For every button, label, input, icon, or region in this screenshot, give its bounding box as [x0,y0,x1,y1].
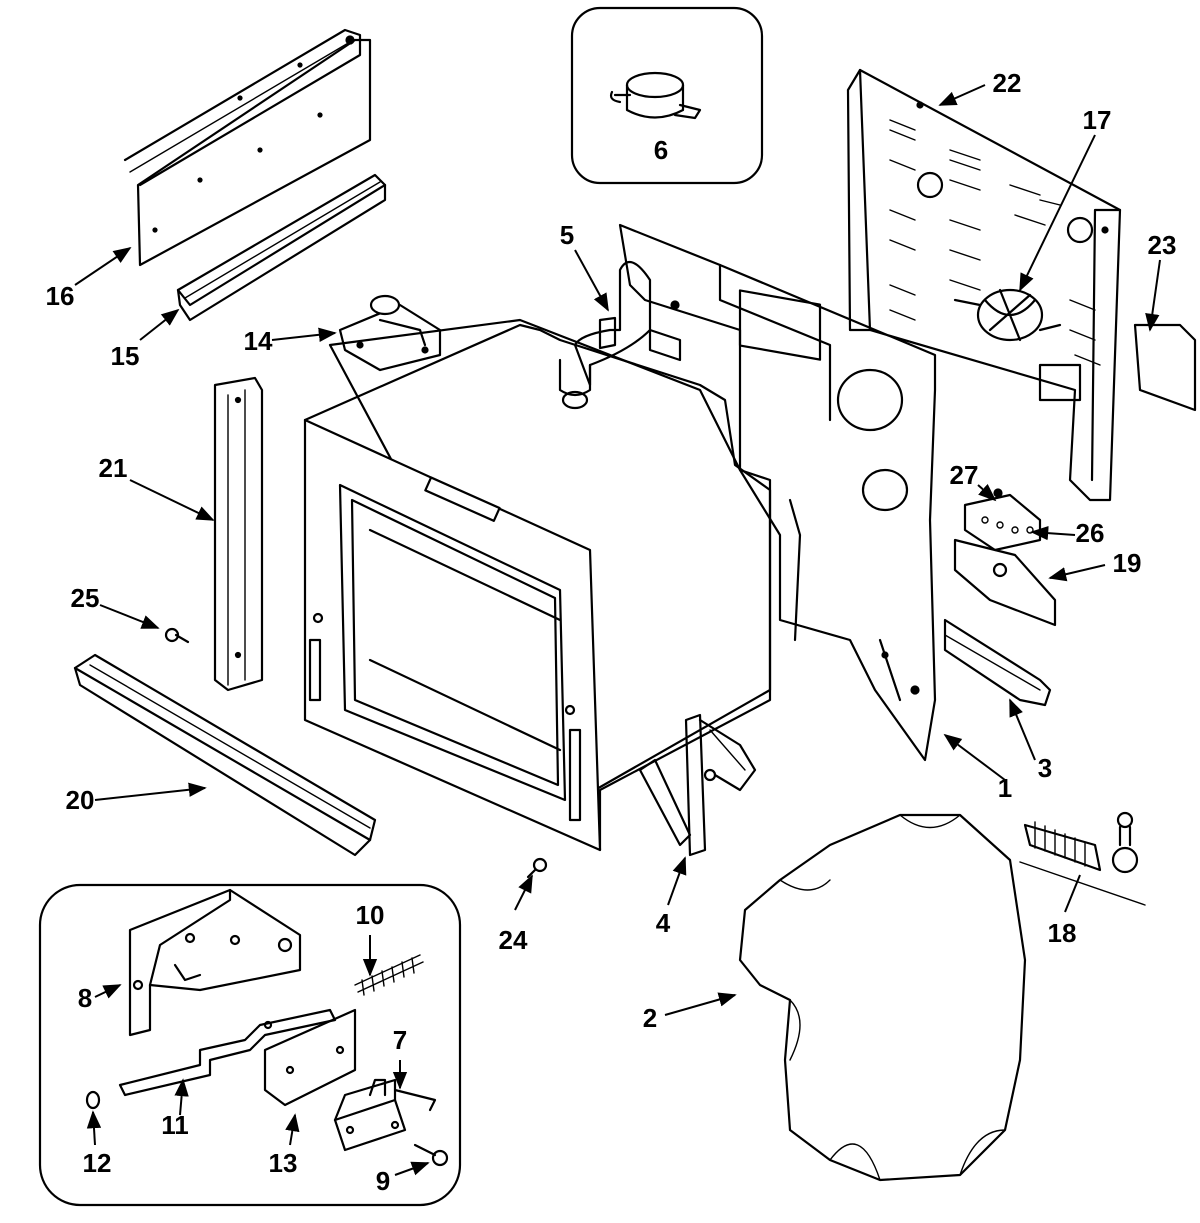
part-15-trim-bar [176,173,387,322]
part-23-plate [1133,323,1197,412]
part-12-nut [85,1090,101,1110]
part-1-chassis-panel [618,223,937,762]
part-4-hinge [638,713,757,857]
part-16-top-panel [123,28,372,267]
callout-3: 3 [1038,753,1052,783]
part-22-rear-panel [846,68,1122,502]
callout-16: 16 [46,281,75,311]
part-8-bracket [128,888,302,1037]
part-21-vertical-rail [213,376,264,692]
part-13-plate [263,1008,357,1107]
callout-6: 6 [654,135,668,165]
part-2-insulation [738,813,1027,1182]
callout-25: 25 [71,583,100,613]
leader-lines [74,84,1161,1176]
part-3-side-rail [943,618,1052,707]
part-19-bracket [953,538,1057,627]
callout-20: 20 [66,785,95,815]
part-24-screw [526,857,548,879]
callout-19: 19 [1113,548,1142,578]
callout-23: 23 [1148,230,1177,260]
callout-15: 15 [111,341,140,371]
callout-14: 14 [244,326,273,356]
oven-cavity [303,318,772,852]
callout-5: 5 [560,220,574,250]
callout-27: 27 [950,460,979,490]
part-10-spring [354,954,424,996]
part-17-fan [953,288,1062,342]
part-18-terminal [1019,811,1146,906]
callout-21: 21 [99,453,128,483]
callout-4: 4 [656,908,671,938]
callout-24: 24 [499,925,528,955]
callout-9: 9 [376,1166,390,1196]
callout-26: 26 [1076,518,1105,548]
part-9-screw [413,1143,449,1167]
callout-22: 22 [993,68,1022,98]
callout-17: 17 [1083,105,1112,135]
callout-11: 11 [161,1110,189,1140]
callout-13: 13 [269,1148,298,1178]
part-20-lower-trim [73,653,377,857]
callout-10: 10 [356,900,385,930]
part-7-switch [333,1078,437,1152]
part-5-pipe [558,260,652,410]
part-6-inset [570,6,764,185]
callout-2: 2 [643,1003,657,1033]
callout-8: 8 [78,983,92,1013]
callout-7: 7 [393,1025,407,1055]
callout-12: 12 [83,1148,112,1178]
part-26-terminal-block [963,488,1042,552]
switch-assembly-inset [38,883,462,1207]
part-25-screw [164,627,190,644]
callout-labels: 1 2 3 4 5 6 7 8 9 10 11 12 13 14 15 16 1… [46,68,1177,1196]
callout-18: 18 [1048,918,1077,948]
part-11-rod [118,1008,337,1097]
callout-1: 1 [998,773,1012,803]
part-14-bracket [338,294,442,372]
vent-slots [889,119,1101,366]
